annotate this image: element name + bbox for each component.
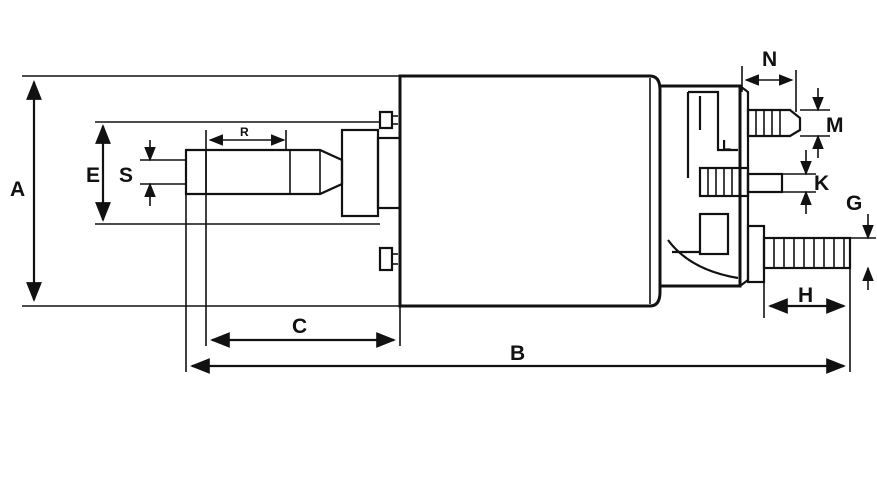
solenoid-body <box>398 74 662 308</box>
dimension-label-b: B <box>510 342 525 365</box>
terminal-stud-g <box>746 224 852 284</box>
dimension-label-h: H <box>798 284 813 307</box>
dimension-arrows <box>26 74 874 374</box>
dimension-label-a: A <box>10 178 25 201</box>
dimension-label-s: S <box>119 164 133 187</box>
terminal-stud-k <box>698 166 784 198</box>
dimension-label-g: G <box>846 192 862 215</box>
dimension-label-k: K <box>814 172 829 195</box>
terminal-cap <box>660 84 750 288</box>
extension-lines <box>22 66 876 372</box>
dimension-label-c: C <box>292 315 307 338</box>
plunger-shaft <box>184 128 402 218</box>
dimension-label-m: M <box>826 114 844 137</box>
dimension-label-r: R <box>240 125 249 139</box>
mounting-studs <box>378 110 398 272</box>
dimension-label-n: N <box>762 48 777 71</box>
terminal-stud-m <box>746 108 802 138</box>
dimension-label-l: L <box>722 137 731 154</box>
dimension-label-e: E <box>86 164 100 187</box>
